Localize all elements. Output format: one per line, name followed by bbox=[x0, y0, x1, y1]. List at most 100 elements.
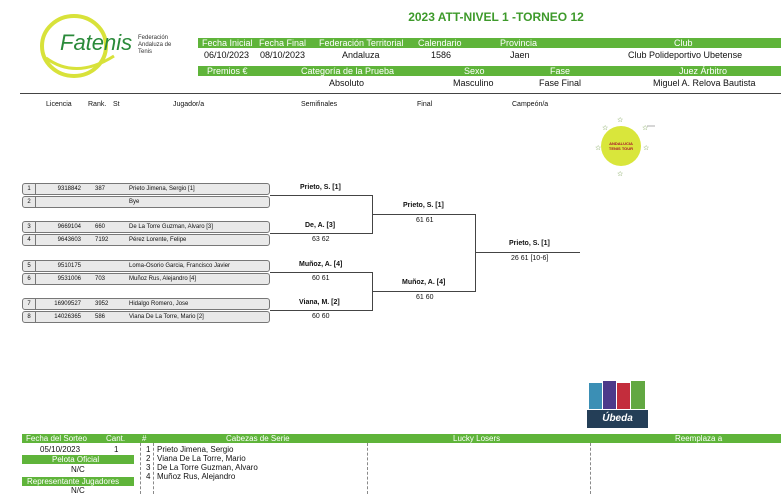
bracket-line bbox=[372, 291, 475, 292]
entry-player: Prieto Jimena, Sergio [1] bbox=[129, 186, 195, 192]
entry-rank: 3952 bbox=[95, 301, 109, 307]
label-fecha-inicial: Fecha Inicial bbox=[202, 38, 253, 48]
entry-rank: 7192 bbox=[95, 237, 109, 243]
label-representante: Representante Jugadores bbox=[27, 477, 120, 486]
svg-text:☆: ☆ bbox=[642, 124, 648, 132]
label-club: Club bbox=[674, 38, 693, 48]
champion-score: 26 61 [10-6] bbox=[511, 255, 549, 262]
entry-licencia: 9510175 bbox=[57, 263, 81, 269]
svg-text:☆: ☆ bbox=[602, 124, 608, 132]
label-fase: Fase bbox=[550, 66, 571, 76]
col-licencia: Licencia bbox=[46, 101, 72, 108]
badge-line: ANDALUCIA bbox=[609, 141, 633, 146]
value-categoria: Absoluto bbox=[329, 78, 365, 88]
label-premios: Premios € bbox=[207, 66, 248, 76]
bracket-line bbox=[270, 195, 372, 196]
header-divider bbox=[20, 93, 781, 94]
entry-rank: 387 bbox=[95, 186, 106, 192]
draw-row: 5 9510175 Loma-Osorio Garcia, Francisco Ja… bbox=[22, 260, 270, 272]
col-campeon: Campeón/a bbox=[512, 101, 549, 108]
label-pelota: Pelota Oficial bbox=[52, 455, 100, 464]
logo-subtitle: Federación Andaluza de Tenis bbox=[138, 35, 171, 56]
semifinal-score: 60 60 bbox=[312, 313, 330, 320]
badge-line: TENIS TOUR bbox=[608, 146, 634, 151]
seed-name: Viana De La Torre, Mario bbox=[157, 454, 246, 463]
value-cant: 1 bbox=[114, 445, 119, 454]
svg-text:☆: ☆ bbox=[595, 144, 601, 152]
semifinal-score: 63 62 bbox=[312, 236, 330, 243]
label-fecha-sorteo: Fecha del Sorteo bbox=[26, 434, 87, 443]
label-calendario: Calendario bbox=[418, 38, 462, 48]
value-sexo: Masculino bbox=[453, 78, 494, 88]
entry-rank: 703 bbox=[95, 276, 106, 282]
footer-header-bar bbox=[22, 434, 781, 443]
final-winner: Prieto, S. [1] bbox=[403, 202, 444, 209]
col-semifinales: Semifinales bbox=[301, 101, 338, 108]
sponsor-text: Úbeda bbox=[587, 410, 648, 428]
seed-number: 2 bbox=[146, 454, 151, 463]
label-sexo: Sexo bbox=[464, 66, 485, 76]
header-row2-bar bbox=[198, 66, 781, 76]
entry-rank: 660 bbox=[95, 224, 106, 230]
entry-player: Hidalgo Romero, Jose bbox=[129, 301, 189, 307]
semifinal-winner: Viana, M. [2] bbox=[299, 299, 340, 306]
seed-name: De La Torre Guzman, Alvaro bbox=[157, 463, 258, 472]
value-fecha-final: 08/10/2023 bbox=[260, 50, 306, 60]
bracket-line bbox=[475, 214, 476, 292]
champion-winner: Prieto, S. [1] bbox=[509, 240, 550, 247]
entry-player: De La Torre Guzman, Alvaro [3] bbox=[129, 224, 213, 230]
logo-sub-line: Tenis bbox=[138, 49, 153, 55]
entry-player: Bye bbox=[129, 199, 140, 205]
logo-block bbox=[589, 383, 602, 409]
label-hash: # bbox=[142, 434, 147, 443]
svg-text:☆: ☆ bbox=[617, 116, 623, 124]
tournament-title: 2023 ATT-NIVEL 1 -TORNEO 12 bbox=[408, 10, 584, 24]
entry-player: Viana De La Torre, Mario [2] bbox=[129, 314, 204, 320]
ubeda-sponsor-logo: Úbeda bbox=[587, 381, 648, 428]
value-representante: N/C bbox=[71, 486, 85, 494]
badge-text: ANDALUCIA TENIS TOUR bbox=[601, 141, 641, 151]
logo-swoosh-icon bbox=[40, 14, 115, 78]
bracket-line bbox=[270, 272, 372, 273]
label-federacion: Federación Territorial bbox=[319, 38, 404, 48]
entry-number: 5 bbox=[23, 261, 36, 271]
entry-number: 2 bbox=[23, 197, 36, 207]
footer-divider bbox=[153, 443, 154, 494]
header-row1-bar bbox=[198, 38, 781, 48]
label-juez-arbitro: Juez Árbitro bbox=[679, 66, 728, 76]
footer-divider bbox=[140, 443, 141, 494]
semifinal-winner: Muñoz, A. [4] bbox=[299, 261, 343, 268]
pelota-bar bbox=[22, 455, 134, 464]
andalucia-tenis-tour-badge: ☆ ☆ ☆ ☆ ☆ ☆ ANDALUCIA TENIS TOUR bbox=[593, 116, 657, 178]
logo-block bbox=[631, 381, 645, 409]
label-categoria: Categoría de la Prueba bbox=[301, 66, 395, 76]
svg-text:☆: ☆ bbox=[643, 144, 649, 152]
logo-sub-line: Federación bbox=[138, 35, 169, 41]
entry-licencia: 9669104 bbox=[57, 224, 81, 230]
col-final: Final bbox=[417, 101, 433, 108]
value-calendario: 1586 bbox=[431, 50, 452, 60]
value-club: Club Polideportivo Ubetense bbox=[628, 50, 743, 60]
label-provincia: Provincia bbox=[500, 38, 538, 48]
value-provincia: Jaen bbox=[510, 50, 530, 60]
value-juez-arbitro: Miguel A. Relova Bautista bbox=[653, 78, 756, 88]
label-fecha-final: Fecha Final bbox=[259, 38, 307, 48]
value-federacion: Andaluza bbox=[342, 50, 380, 60]
label-lucky-losers: Lucky Losers bbox=[453, 434, 501, 443]
entry-player: Loma-Osorio Garcia, Francisco Javier bbox=[129, 263, 231, 269]
bracket-line bbox=[270, 310, 372, 311]
seed-number: 4 bbox=[146, 472, 151, 481]
entry-licencia: 14026365 bbox=[54, 314, 81, 320]
final-score: 61 60 bbox=[416, 294, 434, 301]
col-rank: Rank. bbox=[88, 101, 107, 108]
label-cant: Cant. bbox=[106, 434, 126, 443]
semifinal-winner: Prieto, S. [1] bbox=[300, 184, 341, 191]
tennis-ball-icon: ☆ ☆ ☆ ☆ ☆ ☆ bbox=[595, 116, 655, 178]
seed-name: Muñoz Rus, Alejandro bbox=[157, 472, 236, 481]
logo-text: Fatenis bbox=[60, 30, 133, 55]
